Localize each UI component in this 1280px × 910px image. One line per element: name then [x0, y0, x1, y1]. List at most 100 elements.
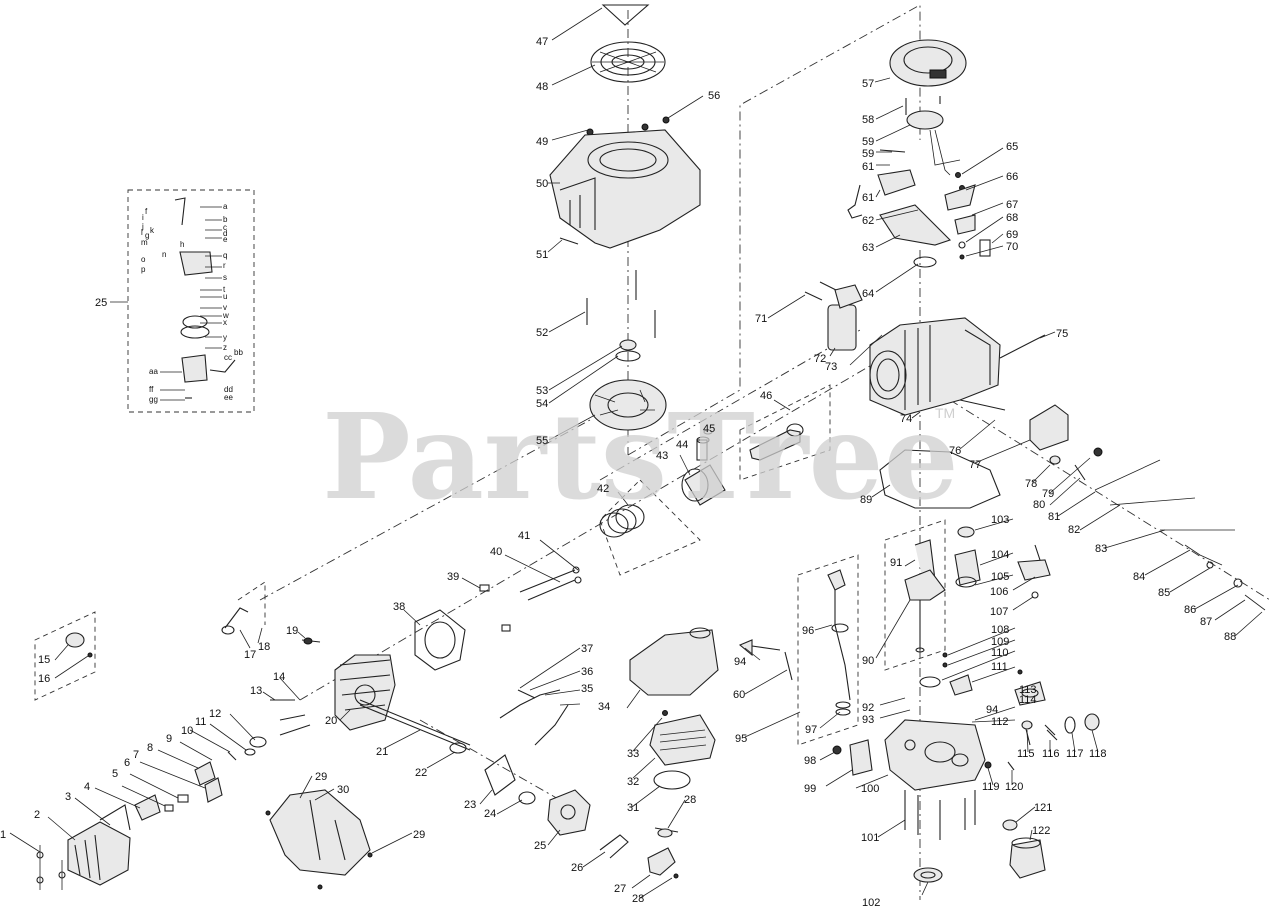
callout-label-20: 20: [325, 715, 337, 727]
callout-label-108: 108: [991, 624, 1009, 636]
part-109-washer: [942, 652, 948, 658]
callout-label-6: 6: [124, 757, 130, 769]
callout-label-67: 67: [1006, 199, 1018, 211]
callout-label-84: 84: [1133, 571, 1145, 583]
part-23-gasket: [484, 754, 516, 796]
part-48-bracket: [601, 4, 650, 26]
callout-label-28: 28: [632, 893, 644, 905]
carb-kit-letter-cc: cc: [224, 353, 232, 362]
part-2-muffler: [67, 821, 131, 886]
callout-label-10: 10: [181, 725, 193, 737]
callout-label-96: 96: [802, 625, 814, 637]
carb-kit-letter-a: a: [223, 202, 228, 211]
part-17-lever: [224, 607, 249, 629]
callout-label-102: 102: [862, 897, 880, 909]
callout-label-113: 113: [1019, 684, 1037, 696]
part-107-governor: [1017, 559, 1051, 581]
part-43-rings: [615, 504, 645, 530]
callout-label-2: 2: [34, 809, 40, 821]
watermark: PartsTree: [322, 387, 959, 526]
part-35-tube: [534, 704, 569, 746]
callout-label-51: 51: [536, 249, 548, 261]
part-36-tube: [499, 689, 561, 719]
callout-label-83: 83: [1095, 543, 1107, 555]
part-97-cap: [827, 569, 846, 591]
part-8-spring: [194, 761, 216, 786]
part-51-blower-housing: [549, 129, 701, 249]
part-76-breather-tube: [999, 334, 1046, 359]
callout-label-35: 35: [581, 683, 593, 695]
part-98-o-ring: [835, 701, 851, 709]
callout-label-94: 94: [986, 704, 998, 716]
callout-label-77: 77: [969, 459, 981, 471]
callout-label-93: 93: [862, 714, 874, 726]
callout-label-45: 45: [703, 423, 715, 435]
part-77-shaft: [959, 399, 1006, 411]
callout-label-28: 28: [684, 794, 696, 806]
carb-kit-letter-d: d: [223, 229, 227, 238]
carb-kit-letter-g: g: [145, 231, 149, 240]
part-24-spacer: [518, 791, 536, 805]
part-30-air-baffle: [269, 789, 371, 876]
part-119-plug: [1084, 713, 1100, 731]
callout-label-80: 80: [1033, 499, 1045, 511]
callout-label-57: 57: [862, 78, 874, 90]
part-87-clip: [1233, 578, 1243, 588]
callout-label-14: 14: [273, 671, 285, 683]
callout-label-63: 63: [862, 242, 874, 254]
callout-labels: 1234567891011121314151617181920212223242…: [0, 36, 1236, 909]
carb-kit-letter-v: v: [223, 303, 227, 312]
carb-kit-letter-l: l: [141, 228, 143, 237]
callout-label-13: 13: [250, 685, 262, 697]
part-57-screw: [641, 123, 649, 131]
callout-label-112: 112: [991, 716, 1009, 728]
callout-label-33: 33: [627, 748, 639, 760]
part-78-bracket: [1029, 404, 1069, 451]
part-121-fitting: [1007, 761, 1015, 771]
callout-label-76: 76: [949, 445, 961, 457]
callout-label-12: 12: [209, 708, 221, 720]
callout-label-61: 61: [862, 161, 874, 173]
carb-kit-letter-r: r: [223, 261, 226, 270]
carb-kit-label: 25: [95, 297, 107, 309]
callout-label-46: 46: [760, 390, 772, 402]
callout-label-68: 68: [1006, 212, 1018, 224]
callout-label-116: 116: [1042, 748, 1060, 760]
part-59-screw: [905, 96, 941, 115]
carb-kit-letter-gg: gg: [149, 395, 158, 404]
part-118-o-ring: [1064, 716, 1076, 734]
part-21-pushrod: [359, 699, 471, 746]
group-boxes: [34, 189, 946, 746]
callout-label-99: 99: [804, 783, 816, 795]
callout-label-90: 90: [862, 655, 874, 667]
carb-kit-letter-e: e: [223, 235, 228, 244]
carb-kit-bowl: [181, 354, 208, 383]
callout-label-17: 17: [244, 649, 256, 661]
carb-kit-letter-y: y: [223, 333, 227, 342]
callout-label-71: 71: [755, 313, 767, 325]
carb-kit-letter-b: b: [223, 215, 228, 224]
part-100-sensor: [849, 739, 873, 776]
carb-kit-letter-u: u: [223, 292, 227, 301]
carb-kit-letter-ff: ff: [149, 385, 154, 394]
callout-label-107: 107: [990, 606, 1008, 618]
part-27-bracket: [647, 847, 676, 876]
part-32-filter: [649, 714, 716, 766]
callout-label-49: 49: [536, 136, 548, 148]
carb-kit-letter-f: f: [145, 207, 148, 216]
carb-kit-letter-q: q: [223, 251, 227, 260]
carb-kit-body: [179, 251, 213, 276]
callout-label-120: 120: [1005, 781, 1023, 793]
part-81-spring: [1074, 464, 1086, 481]
part-11-valve: [244, 748, 256, 756]
callout-label-89: 89: [860, 494, 872, 506]
part-52-bolt: [559, 237, 579, 245]
callout-label-37: 37: [581, 643, 593, 655]
part-31-seal: [653, 770, 691, 790]
callout-label-78: 78: [1025, 478, 1037, 490]
part-90-gasket: [879, 449, 1001, 509]
callout-label-47: 47: [536, 36, 548, 48]
part-79-nut: [1049, 455, 1061, 465]
part-120-plug: [984, 761, 992, 769]
